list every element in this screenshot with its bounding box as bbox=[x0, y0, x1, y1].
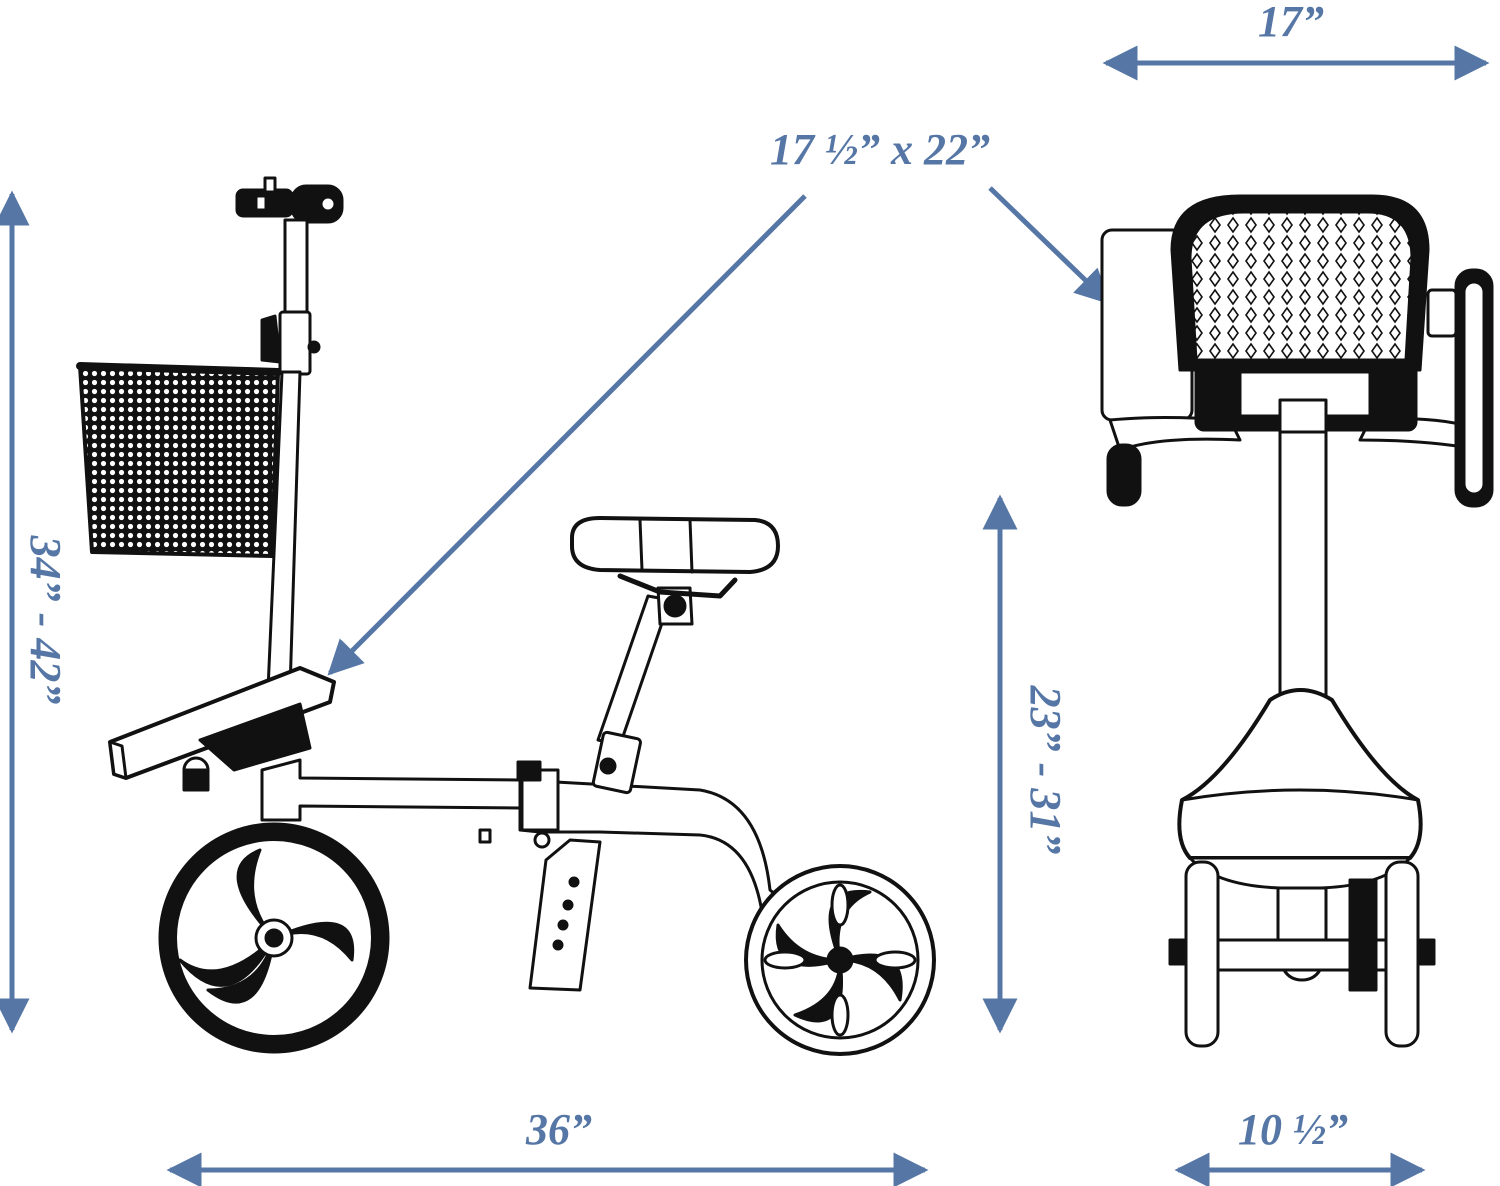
axle-front bbox=[1168, 878, 1436, 992]
front-right-wheel bbox=[1384, 860, 1420, 1048]
steering-column bbox=[260, 218, 321, 692]
basket bbox=[76, 362, 282, 558]
seat-column bbox=[591, 573, 738, 795]
frame bbox=[260, 758, 784, 917]
knee-pad-side bbox=[108, 666, 336, 792]
seat-front bbox=[1177, 688, 1423, 890]
steering-column-front bbox=[1278, 430, 1328, 714]
pad-height-label: 23” - 31” bbox=[1021, 685, 1070, 855]
length-label: 36” bbox=[526, 1105, 592, 1154]
pad-pointer-arrow-left bbox=[327, 194, 807, 676]
rear-wheel bbox=[744, 864, 936, 1056]
front-wheel bbox=[158, 822, 390, 1054]
seat bbox=[570, 516, 780, 574]
side-view-scooter bbox=[76, 176, 936, 1056]
dimension-arrows bbox=[0, 45, 1490, 1186]
handlebar-front bbox=[1108, 358, 1482, 452]
left-grip bbox=[1106, 443, 1142, 507]
wheel-width-label: 10 ½” bbox=[1238, 1105, 1348, 1154]
basket-front bbox=[1170, 194, 1430, 372]
height-adjust-post bbox=[528, 838, 602, 992]
front-left-wheel bbox=[1184, 860, 1220, 1048]
front-view-scooter bbox=[1100, 194, 1494, 1048]
handlebar-clamp bbox=[235, 176, 344, 224]
pad-size-label: 17 ½” x 22” bbox=[770, 125, 990, 174]
total-height-label: 34” - 42” bbox=[21, 535, 70, 705]
top-width-label: 17” bbox=[1258, 0, 1324, 46]
pad-pointer-arrow-right bbox=[988, 186, 1111, 305]
